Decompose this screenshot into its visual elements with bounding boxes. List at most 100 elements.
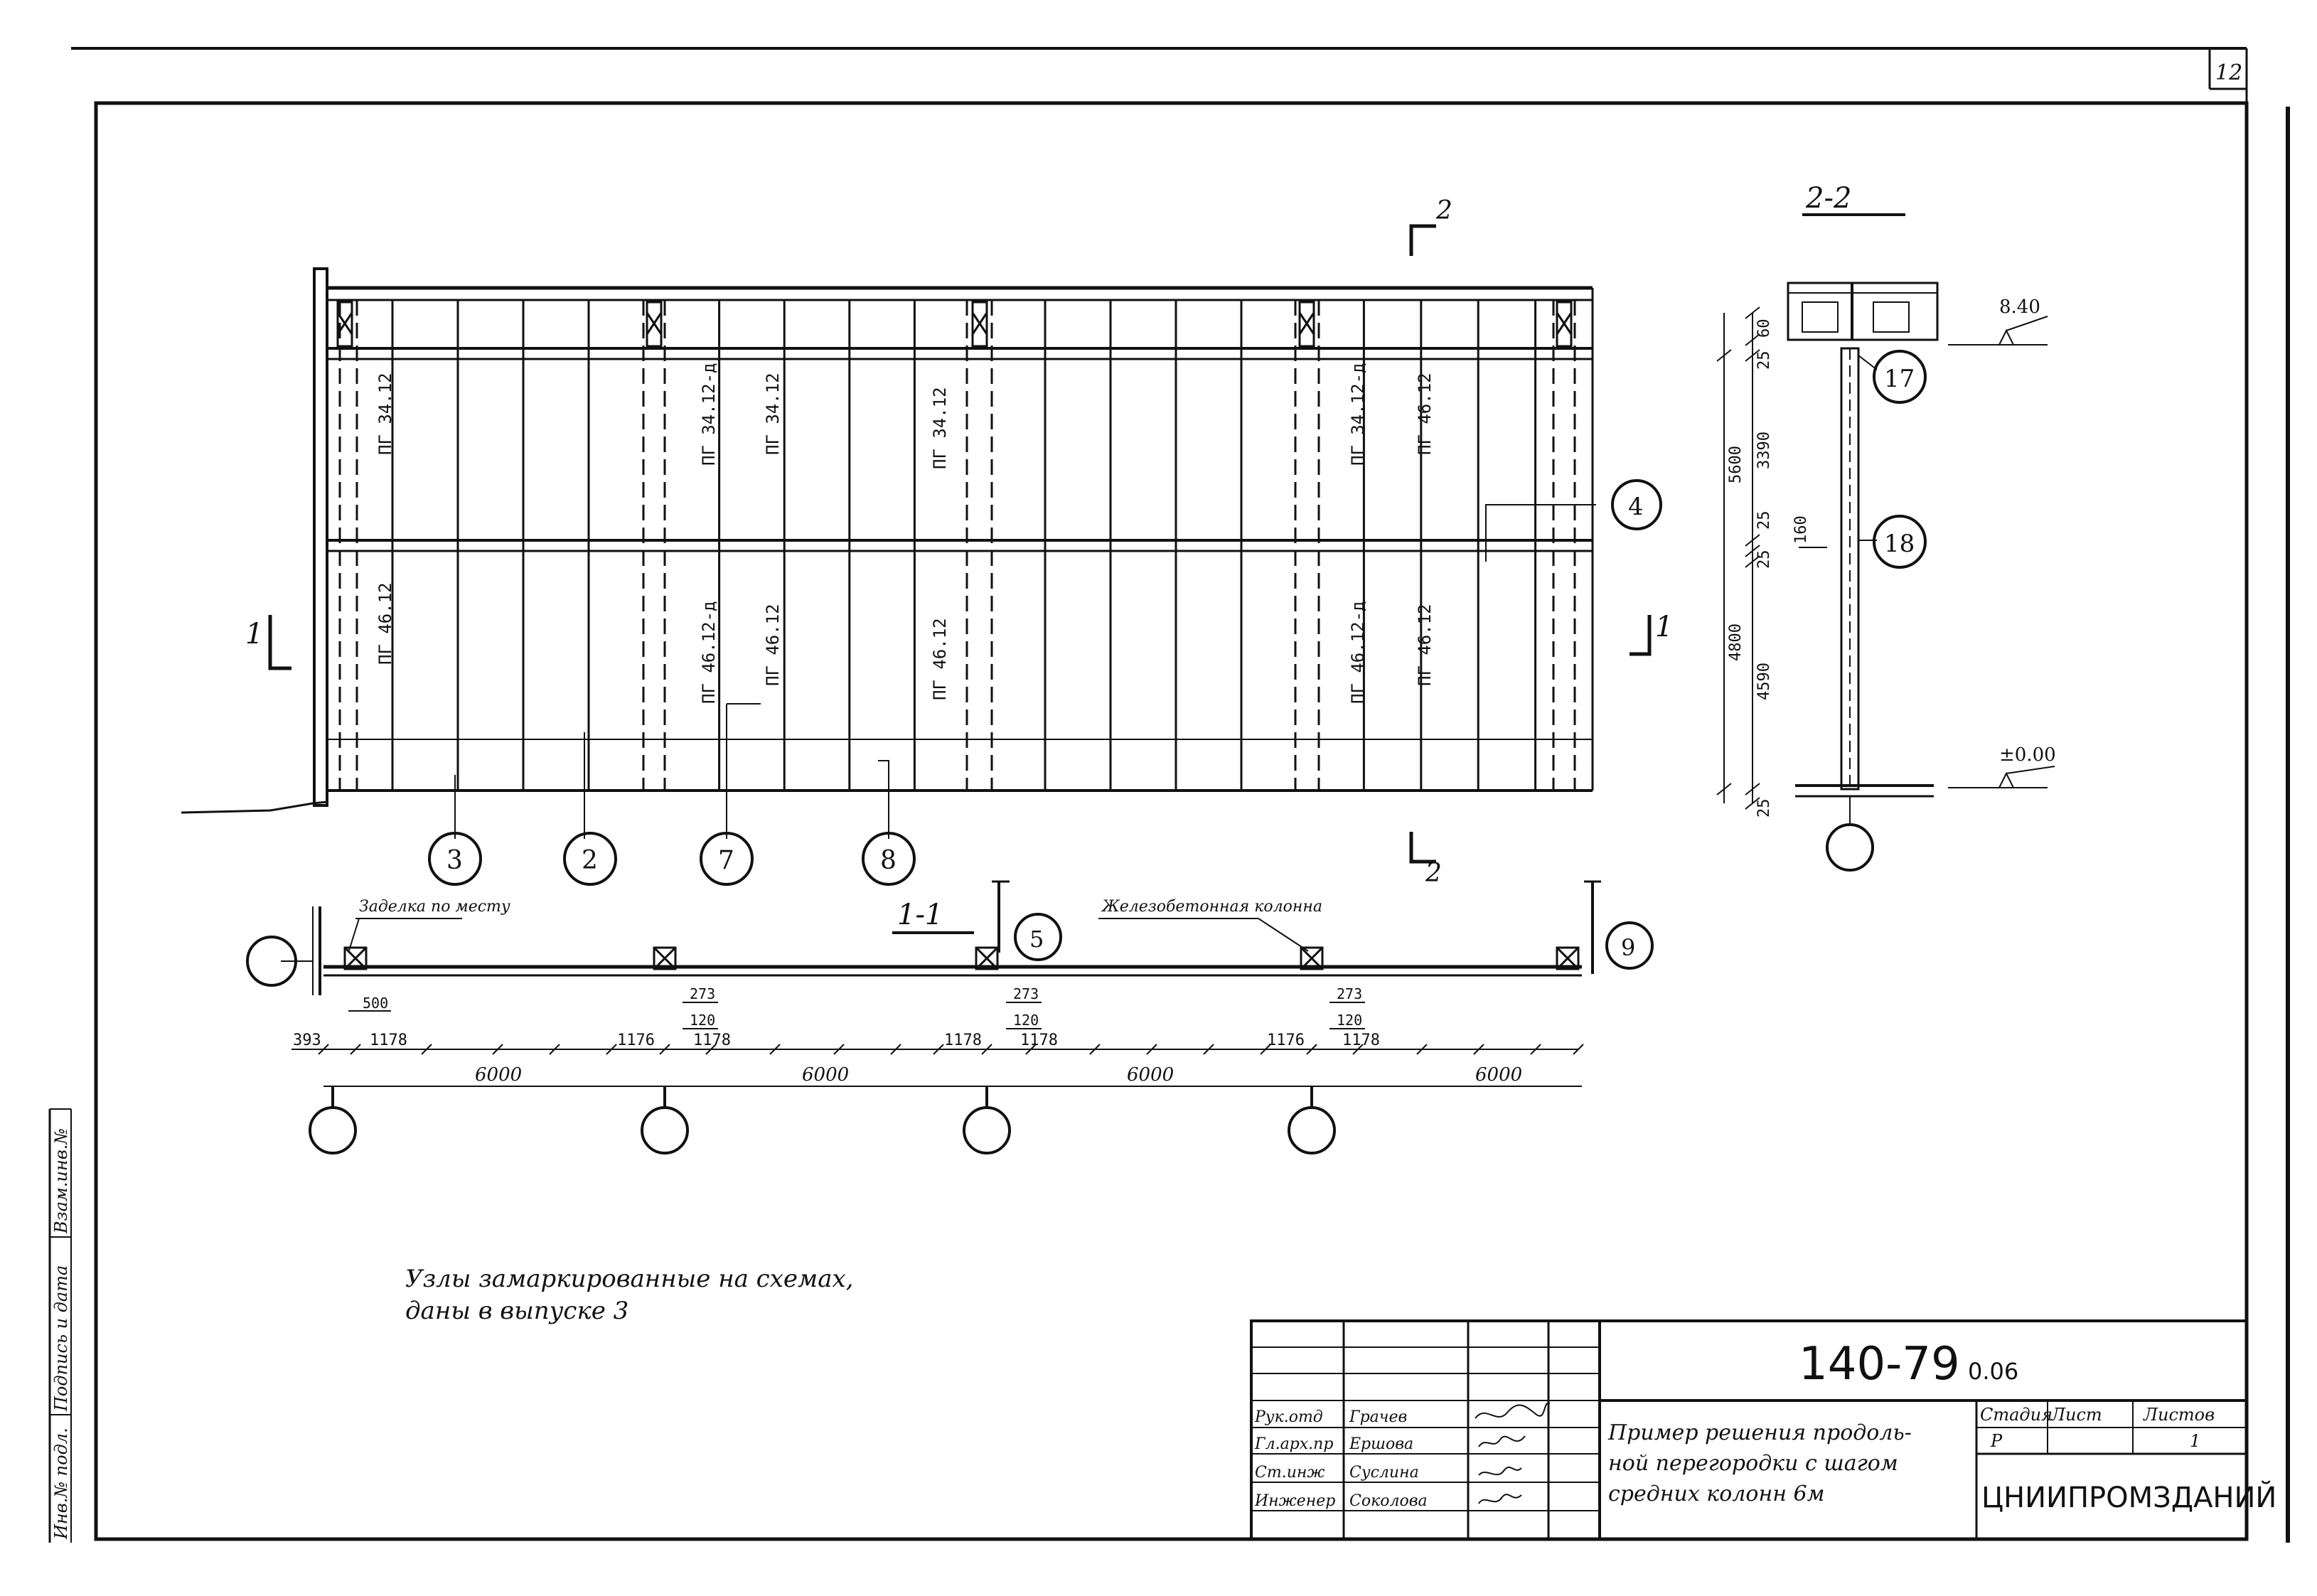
dim-value: 393: [293, 1032, 321, 1049]
dim-value: 273: [1337, 985, 1362, 1002]
panel-label: ПГ 34.12: [375, 373, 395, 455]
panel-label: ПГ 34.12: [763, 373, 783, 455]
dim-tick: [1745, 545, 1760, 557]
connector-hatch: [646, 312, 663, 335]
partition-elevation: ПГ 34.12 ПГ 46.12 ПГ 34.12-д ПГ 34.12 ПГ…: [181, 196, 1673, 888]
name: Суслина: [1349, 1464, 1419, 1482]
dim-tick: [1416, 1044, 1428, 1055]
left-margin-stamp: Взам.инв.№ Подпись и дата Инв.№ подл.: [48, 1108, 72, 1543]
svg-text:18: 18: [1884, 530, 1915, 558]
callout: 18: [1873, 515, 1927, 569]
dim-value: 1178: [370, 1032, 407, 1049]
dim-tick: [1745, 534, 1760, 547]
dim-tick: [833, 1044, 845, 1055]
dim-value: 273: [1013, 985, 1039, 1002]
dim-value: 60: [1755, 319, 1773, 338]
dim-tick: [1745, 349, 1760, 362]
svg-text:даны в выпуске 3: даны в выпуске 3: [405, 1297, 628, 1325]
organization: ЦНИИПРОМЗДАНИЙ: [1981, 1480, 2276, 1514]
svg-text:Узлы замаркированные на схемах: Узлы замаркированные на схемах,: [405, 1265, 853, 1293]
dim-value: 1178: [944, 1032, 982, 1049]
svg-text:8.40: 8.40: [1999, 296, 2040, 318]
callout: 5: [1014, 913, 1062, 961]
dim-tick: [549, 1044, 560, 1055]
panel-label: ПГ 46.12-д: [1348, 601, 1368, 705]
name: Соколова: [1349, 1492, 1428, 1510]
svg-text:2: 2: [582, 846, 598, 875]
dim-tick: [1306, 1044, 1317, 1055]
document-suffix: 0.06: [1968, 1358, 2018, 1385]
sheets-value: 1: [2190, 1431, 2200, 1451]
svg-text:9: 9: [1621, 934, 1635, 961]
svg-text:2: 2: [1425, 859, 1442, 888]
plan-column-hatch: [1300, 946, 1324, 970]
note-anchoring: Заделка по месту: [359, 898, 510, 916]
dim-tick: [1146, 1044, 1157, 1055]
dim-value: 25: [1755, 799, 1773, 818]
dim-tick: [1745, 797, 1760, 810]
axis-marker: [641, 1106, 689, 1155]
title-line: средних колонн 6м: [1608, 1482, 1824, 1506]
dim-tick: [492, 1044, 503, 1055]
dim-tick: [769, 1044, 781, 1055]
dim-tick: [1203, 1044, 1214, 1055]
stage-value: Р: [1990, 1431, 2003, 1451]
svg-text:5: 5: [1029, 926, 1044, 953]
dim-tick: [1573, 1044, 1584, 1055]
svg-text:4: 4: [1628, 493, 1644, 521]
dim-value: 273: [690, 985, 715, 1002]
dim-tick: [1260, 1044, 1271, 1055]
dim-tick: [1716, 349, 1732, 362]
connector-hatch: [336, 312, 353, 335]
callout: 17: [1873, 350, 1927, 404]
plan-column-hatch: [343, 946, 368, 970]
panel-label: ПГ 46.12: [375, 582, 395, 665]
dim-tick: [606, 1044, 617, 1055]
axis-marker: [309, 1106, 357, 1155]
dim-value: 120: [1337, 1012, 1362, 1029]
svg-text:17: 17: [1884, 365, 1915, 393]
section-2-2: 2-2 60 25 3390 25 25 4590 25 5600 4800 1: [1716, 182, 2056, 872]
panel-label: ПГ 34.12-д: [699, 363, 719, 466]
dim-value: 1178: [693, 1032, 731, 1049]
dim-tick: [350, 1044, 361, 1055]
span-value: 6000: [802, 1064, 849, 1086]
svg-text:Инв.№ подл.: Инв.№ подл.: [51, 1428, 71, 1540]
dim-tick: [1745, 306, 1760, 319]
plan-column: [653, 946, 677, 970]
sheets-header: Листов: [2143, 1405, 2215, 1425]
dim-value: 25: [1755, 351, 1773, 370]
section-mark-right: [1630, 615, 1652, 656]
column-connector: [971, 301, 988, 348]
level-mark-top: 8.40: [1948, 296, 2048, 346]
plan-column-hatch: [653, 946, 677, 970]
dim-tick: [1473, 1044, 1484, 1055]
sheet-header: Лист: [2050, 1405, 2102, 1425]
panel-label: ПГ 46.12: [763, 604, 783, 686]
name: Ершова: [1349, 1435, 1413, 1453]
axis-marker: [1288, 1106, 1336, 1155]
span-value: 6000: [1475, 1064, 1522, 1086]
drawing-frame: [94, 101, 2249, 1541]
connector-hatch: [1556, 312, 1573, 335]
dim-tick: [933, 1044, 944, 1055]
dim-value: 4590: [1755, 663, 1773, 700]
svg-text:1: 1: [1655, 611, 1673, 643]
dim-tick: [1745, 333, 1760, 346]
svg-text:7: 7: [718, 846, 734, 875]
role: Гл.арх.пр: [1254, 1435, 1333, 1453]
dim-value: 1176: [617, 1032, 655, 1049]
svg-text:Взам.инв.№: Взам.инв.№: [51, 1128, 71, 1234]
column-connector: [1298, 301, 1315, 348]
panel-label: ПГ 46.12: [1415, 373, 1435, 455]
plan-column-hatch: [1556, 946, 1580, 970]
signatures: [1475, 1402, 1551, 1504]
dim-tick: [1530, 1044, 1541, 1055]
dim-tick: [1025, 1044, 1037, 1055]
dim-tick: [890, 1044, 901, 1055]
plan-column: [1300, 946, 1324, 970]
axis-marker: [963, 1106, 1011, 1155]
svg-text:Подпись и дата: Подпись и дата: [51, 1265, 71, 1412]
section-mark-top: [1409, 224, 1436, 256]
dim-tick: [318, 1044, 329, 1055]
